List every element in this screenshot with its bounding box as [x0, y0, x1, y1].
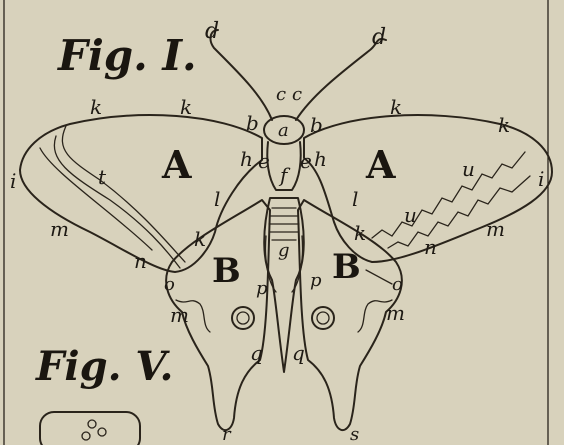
label-l-left: l — [214, 187, 220, 211]
label-k-5: k — [194, 227, 206, 251]
label-k-1: k — [90, 95, 102, 119]
label-m-2: m — [486, 217, 505, 241]
label-k-4: k — [498, 113, 510, 137]
label-o-left: o — [164, 274, 175, 295]
label-n-right: n — [424, 235, 437, 259]
right-antenna — [296, 39, 386, 120]
fig-five-dot — [98, 428, 106, 436]
label-p-right: p — [310, 270, 322, 291]
label-k-3: k — [390, 95, 402, 119]
label-f: f — [278, 163, 291, 187]
figure-five-caption: Fig. V. — [35, 343, 173, 390]
left-hindwing-label: B — [212, 251, 241, 291]
label-s: s — [350, 424, 359, 445]
right-eyespot — [312, 307, 334, 329]
label-h-right: h — [314, 147, 327, 171]
fig-five-specimen — [40, 412, 140, 445]
label-e-left: e — [258, 149, 270, 173]
label-q-left: q — [250, 341, 263, 365]
label-c-left: c — [276, 84, 286, 105]
label-q-right: q — [292, 341, 305, 365]
label-i-right: i — [538, 167, 544, 191]
label-g: g — [278, 240, 290, 261]
right-hindwing-pointer — [366, 270, 392, 284]
label-h-left: h — [240, 147, 253, 171]
fig-five-dot — [88, 420, 96, 428]
label-m-4: m — [386, 301, 405, 325]
label-r: r — [222, 424, 232, 445]
label-d-right: d — [372, 25, 386, 50]
figure-one-caption: Fig. I. — [57, 31, 197, 80]
right-forewing-label: A — [365, 142, 396, 187]
label-p-left: p — [256, 278, 268, 299]
left-eyespot — [232, 307, 254, 329]
label-b-right: b — [310, 113, 323, 137]
label-a: a — [278, 120, 289, 141]
label-k-6: k — [354, 221, 366, 245]
label-k-2: k — [180, 95, 192, 119]
left-forewing-label: A — [161, 142, 192, 187]
label-n-left: n — [134, 249, 147, 273]
label-b-left: b — [246, 111, 259, 135]
label-d-left: d — [205, 19, 219, 44]
right-hindwing-label: B — [332, 247, 361, 287]
label-m-1: m — [50, 217, 69, 241]
label-l-right: l — [352, 187, 358, 211]
abdomen-segments — [269, 208, 299, 240]
label-e-right: e — [300, 149, 312, 173]
label-u-1: u — [462, 157, 475, 181]
left-antenna — [211, 30, 272, 120]
label-i-left: i — [10, 169, 16, 193]
label-t: t — [98, 165, 107, 189]
label-m-3: m — [170, 303, 189, 327]
fig-five-dot — [82, 432, 90, 440]
label-o-right: o — [392, 274, 403, 295]
label-c-right: c — [292, 84, 302, 105]
label-u-2: u — [404, 203, 417, 227]
